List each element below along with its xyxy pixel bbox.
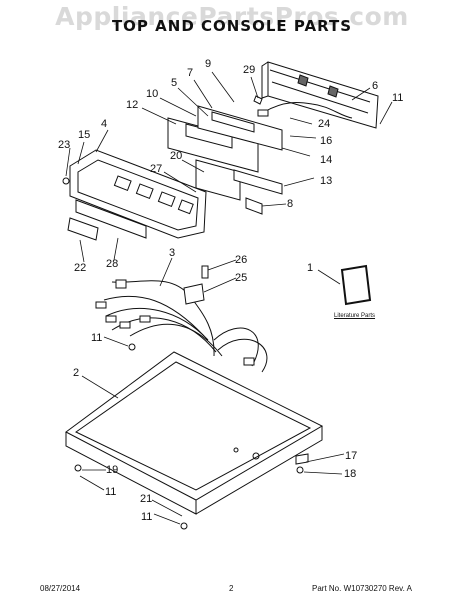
footer-part-info: Part No. W10730270 Rev. A	[312, 584, 412, 593]
callout-12: 12	[126, 99, 139, 111]
leader-lines	[65, 71, 393, 525]
screw-icon	[180, 522, 188, 530]
callout-16: 16	[320, 135, 333, 147]
display-lens	[67, 217, 99, 241]
screw-icon	[201, 265, 209, 279]
screw-icon	[74, 464, 82, 472]
callout-21: 21	[140, 493, 153, 505]
callout-18: 18	[344, 468, 357, 480]
footer-date: 08/27/2014	[40, 584, 81, 593]
callout-4: 4	[101, 118, 108, 130]
callout-3: 3	[169, 247, 176, 259]
callout-10: 10	[146, 88, 159, 100]
callout-20: 20	[170, 150, 183, 162]
callout-29: 29	[243, 64, 256, 76]
callout-24: 24	[318, 118, 331, 130]
bracket	[233, 169, 283, 195]
callout-11: 11	[91, 332, 103, 344]
screw-icon	[128, 343, 136, 351]
footer-page: 2	[229, 584, 234, 593]
callout-14: 14	[320, 154, 333, 166]
callout-6: 6	[372, 80, 379, 92]
clip	[295, 453, 309, 465]
watermark: AppliancePartsPros.com	[55, 2, 409, 31]
callout-11: 11	[141, 511, 153, 523]
screw-icon	[253, 95, 263, 105]
callout-13: 13	[320, 175, 333, 187]
callout-27: 27	[150, 163, 163, 175]
callout-8: 8	[287, 198, 294, 210]
dryer-top	[65, 351, 324, 515]
literature-label: Literature Parts	[334, 313, 376, 319]
callout-11: 11	[105, 486, 117, 498]
callout-26: 26	[235, 254, 248, 266]
callout-11: 11	[392, 92, 404, 104]
callout-22: 22	[74, 262, 87, 274]
callout-7: 7	[187, 67, 194, 79]
callout-9: 9	[205, 58, 212, 70]
control-board	[167, 105, 283, 173]
screw-icon	[62, 177, 70, 185]
screw-icon	[296, 466, 304, 474]
callout-28: 28	[106, 258, 119, 270]
small-bracket	[245, 197, 263, 215]
console-back-panel	[261, 61, 379, 129]
callout-15: 15	[78, 129, 91, 141]
callout-1: 1	[307, 262, 314, 274]
page-title: TOP AND CONSOLE PARTS	[111, 17, 353, 35]
callout-17: 17	[345, 450, 358, 462]
control-board-2	[195, 159, 241, 201]
callout-2: 2	[73, 367, 80, 379]
console-front	[69, 149, 207, 239]
literature-booklet	[340, 264, 372, 306]
callout-23: 23	[58, 139, 71, 151]
callout-5: 5	[171, 77, 178, 89]
console-overlay	[75, 199, 147, 239]
connector-block	[183, 283, 205, 305]
callout-25: 25	[235, 272, 248, 284]
callout-19: 19	[106, 464, 119, 476]
console-wire-harness	[263, 101, 353, 119]
main-wire-harness	[95, 279, 268, 373]
